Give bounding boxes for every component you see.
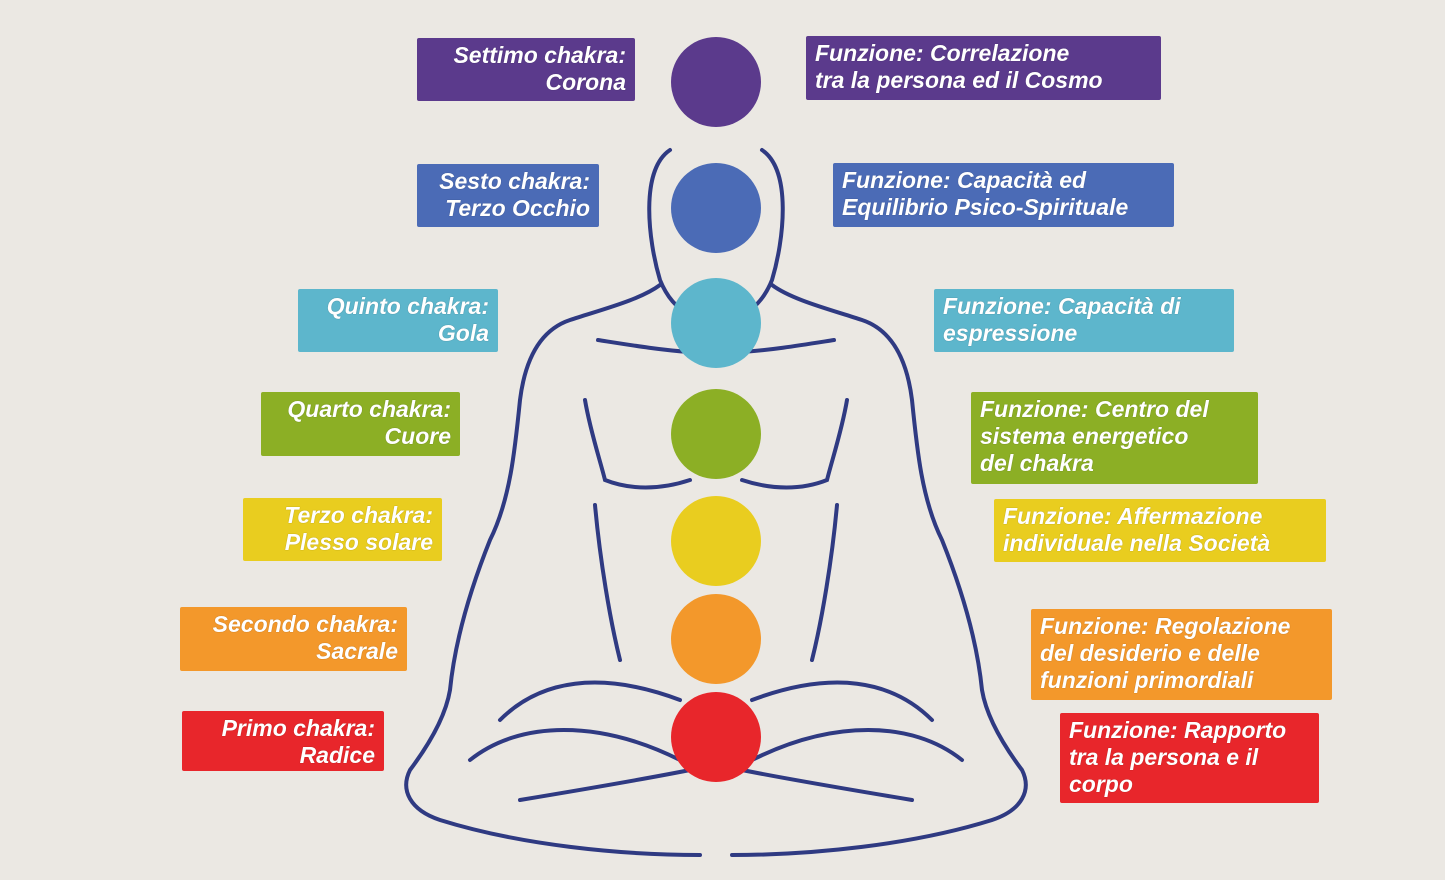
label-text-line: sistema energetico (980, 423, 1189, 449)
label-text-line: Quinto chakra: (326, 293, 489, 319)
label-third-eye: Sesto chakra:Terzo Occhio (417, 164, 599, 227)
label-text-line: Corona (545, 69, 627, 95)
label-sacral: Secondo chakra:Sacrale (180, 607, 407, 671)
solar-plexus-chakra-circle (671, 496, 761, 586)
label-text-line: Primo chakra: (221, 715, 375, 741)
third-eye-chakra-circle (671, 163, 761, 253)
label-text-line: Funzione: Regolazione (1040, 613, 1291, 639)
label-crown: Settimo chakra:Corona (417, 38, 635, 101)
throat-chakra-circle (671, 278, 761, 368)
label-throat: Quinto chakra:Gola (298, 289, 498, 352)
label-text-line: Funzione: Affermazione (1003, 503, 1263, 529)
sacral-chakra-circle (671, 594, 761, 684)
label-text-line: Secondo chakra: (212, 611, 398, 637)
label-text-line: Equilibrio Psico-Spirituale (842, 194, 1129, 220)
label-solar-plexus: Terzo chakra:Plesso solare (243, 498, 442, 561)
label-root: Primo chakra:Radice (182, 711, 384, 771)
label-text-line: Quarto chakra: (287, 396, 451, 422)
label-text-line: Terzo chakra: (284, 502, 433, 528)
label-text-line: Funzione: Rapporto (1069, 717, 1287, 743)
label-text-line: tra la persona e il (1069, 744, 1259, 770)
label-text-line: funzioni primordiali (1040, 667, 1254, 693)
label-text-line: Funzione: Capacità di (943, 293, 1181, 319)
label-heart: Quarto chakra:Cuore (261, 392, 460, 456)
label-text-line: tra la persona ed il Cosmo (815, 67, 1103, 93)
label-text-line: Plesso solare (284, 529, 433, 555)
label-text-line: corpo (1069, 771, 1133, 797)
label-text-line: Sacrale (316, 638, 398, 664)
label-text-line: Funzione: Capacità ed (842, 167, 1087, 193)
label-text-line: Sesto chakra: (439, 168, 590, 194)
label-text-line: del chakra (980, 450, 1094, 476)
label-text-line: Settimo chakra: (453, 42, 626, 68)
root-chakra-circle (671, 692, 761, 782)
label-text-line: del desiderio e delle (1040, 640, 1260, 666)
label-text-line: Terzo Occhio (445, 195, 590, 221)
label-text-line: individuale nella Società (1003, 530, 1271, 556)
label-text-line: espressione (943, 320, 1078, 346)
heart-chakra-circle (671, 389, 761, 479)
label-text-line: Gola (437, 320, 489, 346)
crown-chakra-circle (671, 37, 761, 127)
label-text-line: Funzione: Correlazione (815, 40, 1070, 66)
label-text-line: Cuore (384, 423, 451, 449)
label-text-line: Radice (299, 742, 375, 768)
label-text-line: Funzione: Centro del (980, 396, 1209, 422)
